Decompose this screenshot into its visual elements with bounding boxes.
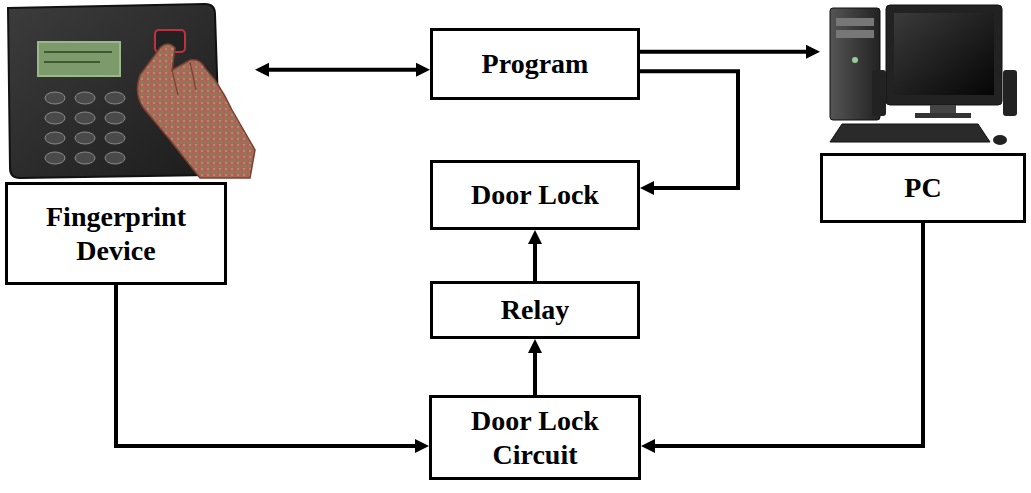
connector-line [640,71,738,188]
connector [641,223,923,453]
connector-line [267,68,418,72]
process-box: Door Lock [430,160,640,230]
arrow-head [415,439,429,453]
node-label: Program [482,47,589,81]
node-label: Fingerprint Device [16,200,216,267]
hand-picture [137,44,255,178]
connector [116,285,429,453]
connector [640,45,820,59]
device-node: PC [820,2,1028,225]
connector-line [533,351,537,395]
connector [640,71,738,195]
arrow-head [416,63,430,77]
node-label: Door Lock Circuit [440,404,630,471]
arrow-head [641,439,655,453]
arrow-head [528,230,542,244]
label-box: PC [820,153,1026,223]
node-label: PC [904,171,941,205]
process-box: Relay [430,281,640,339]
device-node: Fingerprint Device [2,2,255,285]
process-box: Door Lock Circuit [429,395,641,480]
arrow-head [806,45,820,59]
label-box: Fingerprint Device [5,182,227,285]
connector-line [653,223,923,446]
connector [528,230,542,281]
connector-line [640,50,808,54]
computer-picture [830,5,1017,145]
node-label: Relay [501,293,569,327]
connector-line [116,285,417,446]
connector [255,63,430,77]
process-box: Program [430,28,640,100]
node-label: Door Lock [471,178,599,212]
arrow-head [640,181,654,195]
arrow-head [255,63,269,77]
connector-line [533,242,537,281]
arrow-head [528,339,542,353]
connector [528,339,542,395]
